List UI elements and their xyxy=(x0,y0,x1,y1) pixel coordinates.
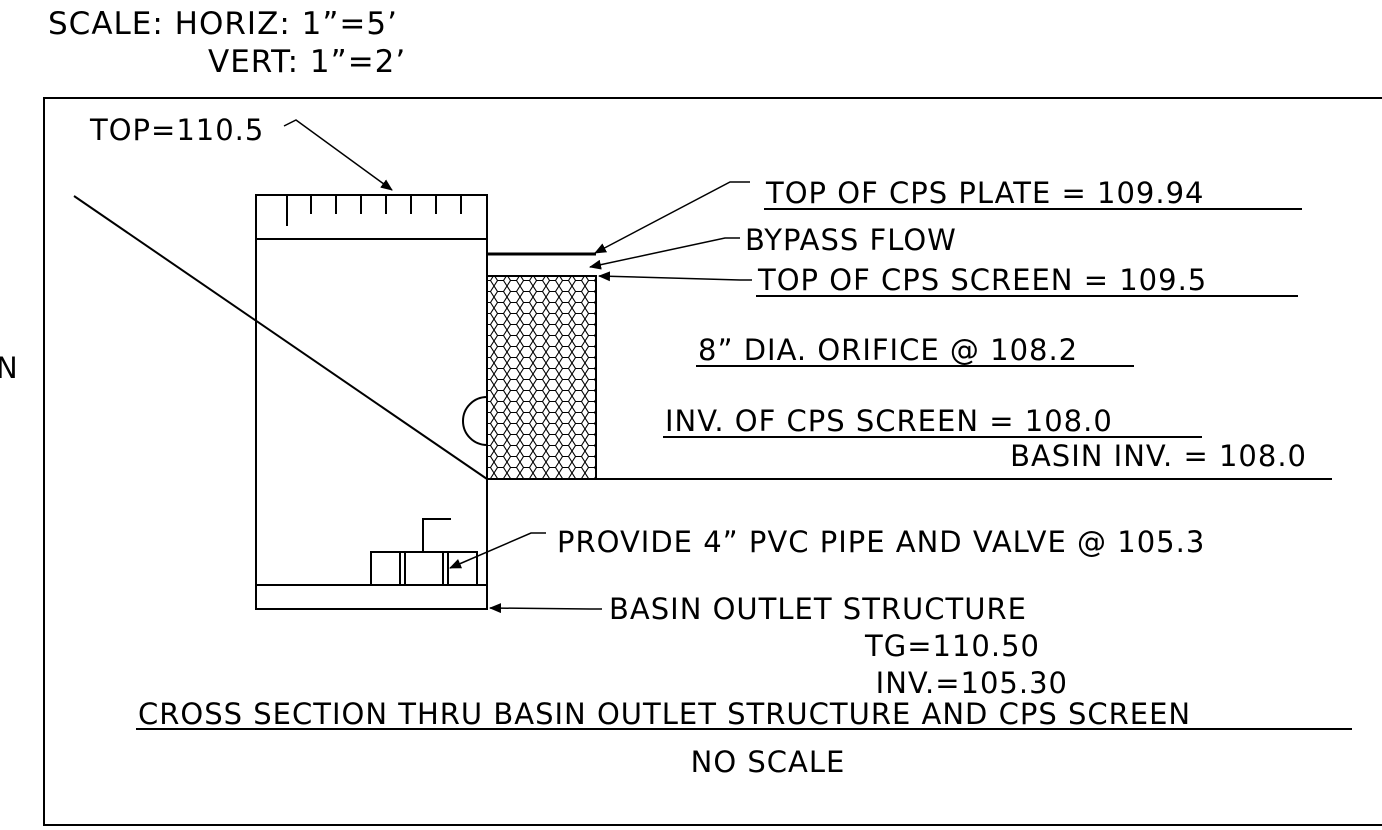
orifice-icon xyxy=(462,396,488,446)
top-elev-leader xyxy=(283,119,393,191)
grate-ticks xyxy=(286,195,462,226)
drawing-title: CROSS SECTION THRU BASIN OUTLET STRUCTUR… xyxy=(138,697,1191,731)
inv-label: INV.=105.30 xyxy=(876,666,1068,700)
drawing-subtitle: NO SCALE xyxy=(691,745,846,779)
top-elev-label: TOP=110.5 xyxy=(89,113,264,147)
cps-screen-mesh xyxy=(486,275,597,480)
pvc-pipe-label: PROVIDE 4” PVC PIPE AND VALVE @ 105.3 xyxy=(557,525,1205,559)
pvc-pipe-leader xyxy=(449,532,546,569)
edge-letter: N xyxy=(0,351,19,385)
bypass-flow-leader xyxy=(589,237,740,270)
inv-cps-screen-label: INV. OF CPS SCREEN = 108.0 xyxy=(665,404,1113,438)
scale-vert-text: VERT: 1”=2’ xyxy=(208,44,406,80)
top-cps-screen-label: TOP OF CPS SCREEN = 109.5 xyxy=(757,263,1207,297)
drawing-border xyxy=(43,97,1382,826)
orifice-label: 8” DIA. ORIFICE @ 108.2 xyxy=(698,333,1078,367)
outlet-structure-leader xyxy=(489,603,602,614)
cps-plate-leader xyxy=(594,181,750,254)
basin-inv-label: BASIN INV. = 108.0 xyxy=(1010,439,1307,473)
bypass-flow-label: BYPASS FLOW xyxy=(745,223,957,257)
pvc-valve-icon xyxy=(370,518,478,586)
top-cps-plate-label: TOP OF CPS PLATE = 109.94 xyxy=(765,176,1204,210)
cps-screen-leader xyxy=(598,271,752,282)
scale-horiz-text: SCALE: HORIZ: 1”=5’ xyxy=(48,6,398,42)
grade-line xyxy=(73,195,488,480)
outlet-structure-label: BASIN OUTLET STRUCTURE xyxy=(609,592,1027,626)
tg-label: TG=110.50 xyxy=(864,629,1040,663)
outlet-structure-box xyxy=(255,194,488,610)
